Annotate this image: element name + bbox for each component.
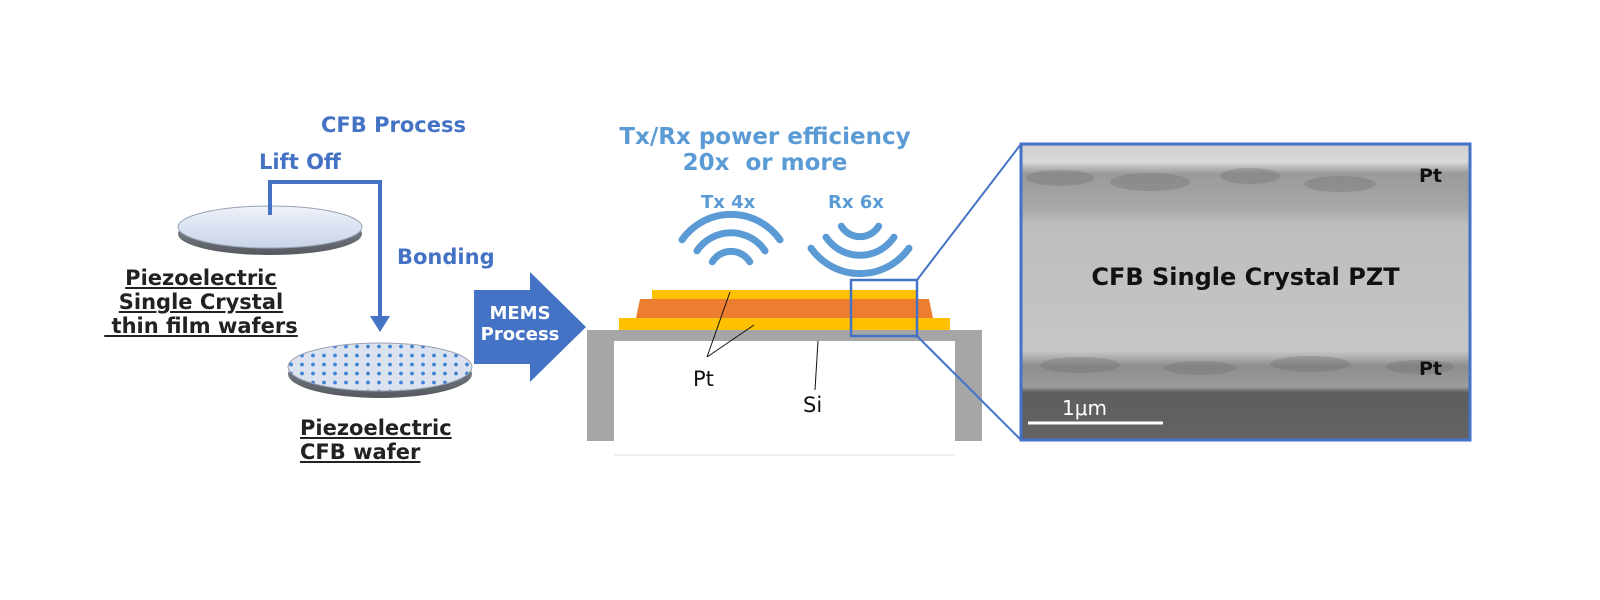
mems-process-label-line1: MEMS xyxy=(489,303,551,324)
sem-pt-bottom-label: Pt xyxy=(1419,358,1443,380)
rx-wave-icon xyxy=(807,222,913,278)
cfb-wafer-label-line1: Piezoelectric xyxy=(300,416,452,440)
source-wafer-icon xyxy=(177,205,363,255)
zoom-projection-lines xyxy=(916,143,1022,441)
source-wafer-label-line1: Piezoelectric xyxy=(125,266,277,290)
sem-pzt-label: CFB Single Crystal PZT xyxy=(1091,263,1400,291)
source-wafer-label-line2: Single Crystal xyxy=(118,290,284,315)
mems-process-label-line2: Process xyxy=(480,323,560,345)
si-substrate-label: Si xyxy=(803,393,823,417)
device-cross-section xyxy=(587,278,982,456)
sem-micrograph xyxy=(1019,142,1472,442)
cfb-wafer-icon xyxy=(287,342,473,398)
tx-label: Tx 4x xyxy=(701,192,756,213)
sem-pt-top-label: Pt xyxy=(1419,165,1443,187)
source-wafer-label-line3: thin film wafers xyxy=(104,314,298,339)
cfb-wafer-label-line2: CFB wafer xyxy=(300,440,421,465)
mems-process-label: MEMS Process xyxy=(474,303,566,345)
pt-electrode-label: Pt xyxy=(693,367,714,391)
process-connector-arrow xyxy=(268,180,390,332)
efficiency-line2: 20x or more xyxy=(682,150,848,177)
sem-scale-bar-label: 1μm xyxy=(1062,396,1107,420)
bonding-label: Bonding xyxy=(397,245,495,269)
cfb-wafer-label: Piezoelectric CFB wafer xyxy=(300,416,452,464)
mems-process-arrow xyxy=(474,272,586,382)
rx-label: Rx 6x xyxy=(828,192,884,213)
efficiency-heading: Tx/Rx power efficiency 20x or more xyxy=(590,124,940,177)
source-wafer-label: Piezoelectric Single Crystal thin film w… xyxy=(95,266,307,338)
efficiency-line1: Tx/Rx power efficiency xyxy=(619,124,911,150)
cfb-process-title: CFB Process xyxy=(321,113,466,137)
lift-off-label: Lift Off xyxy=(259,150,341,174)
tx-wave-icon xyxy=(678,210,784,266)
